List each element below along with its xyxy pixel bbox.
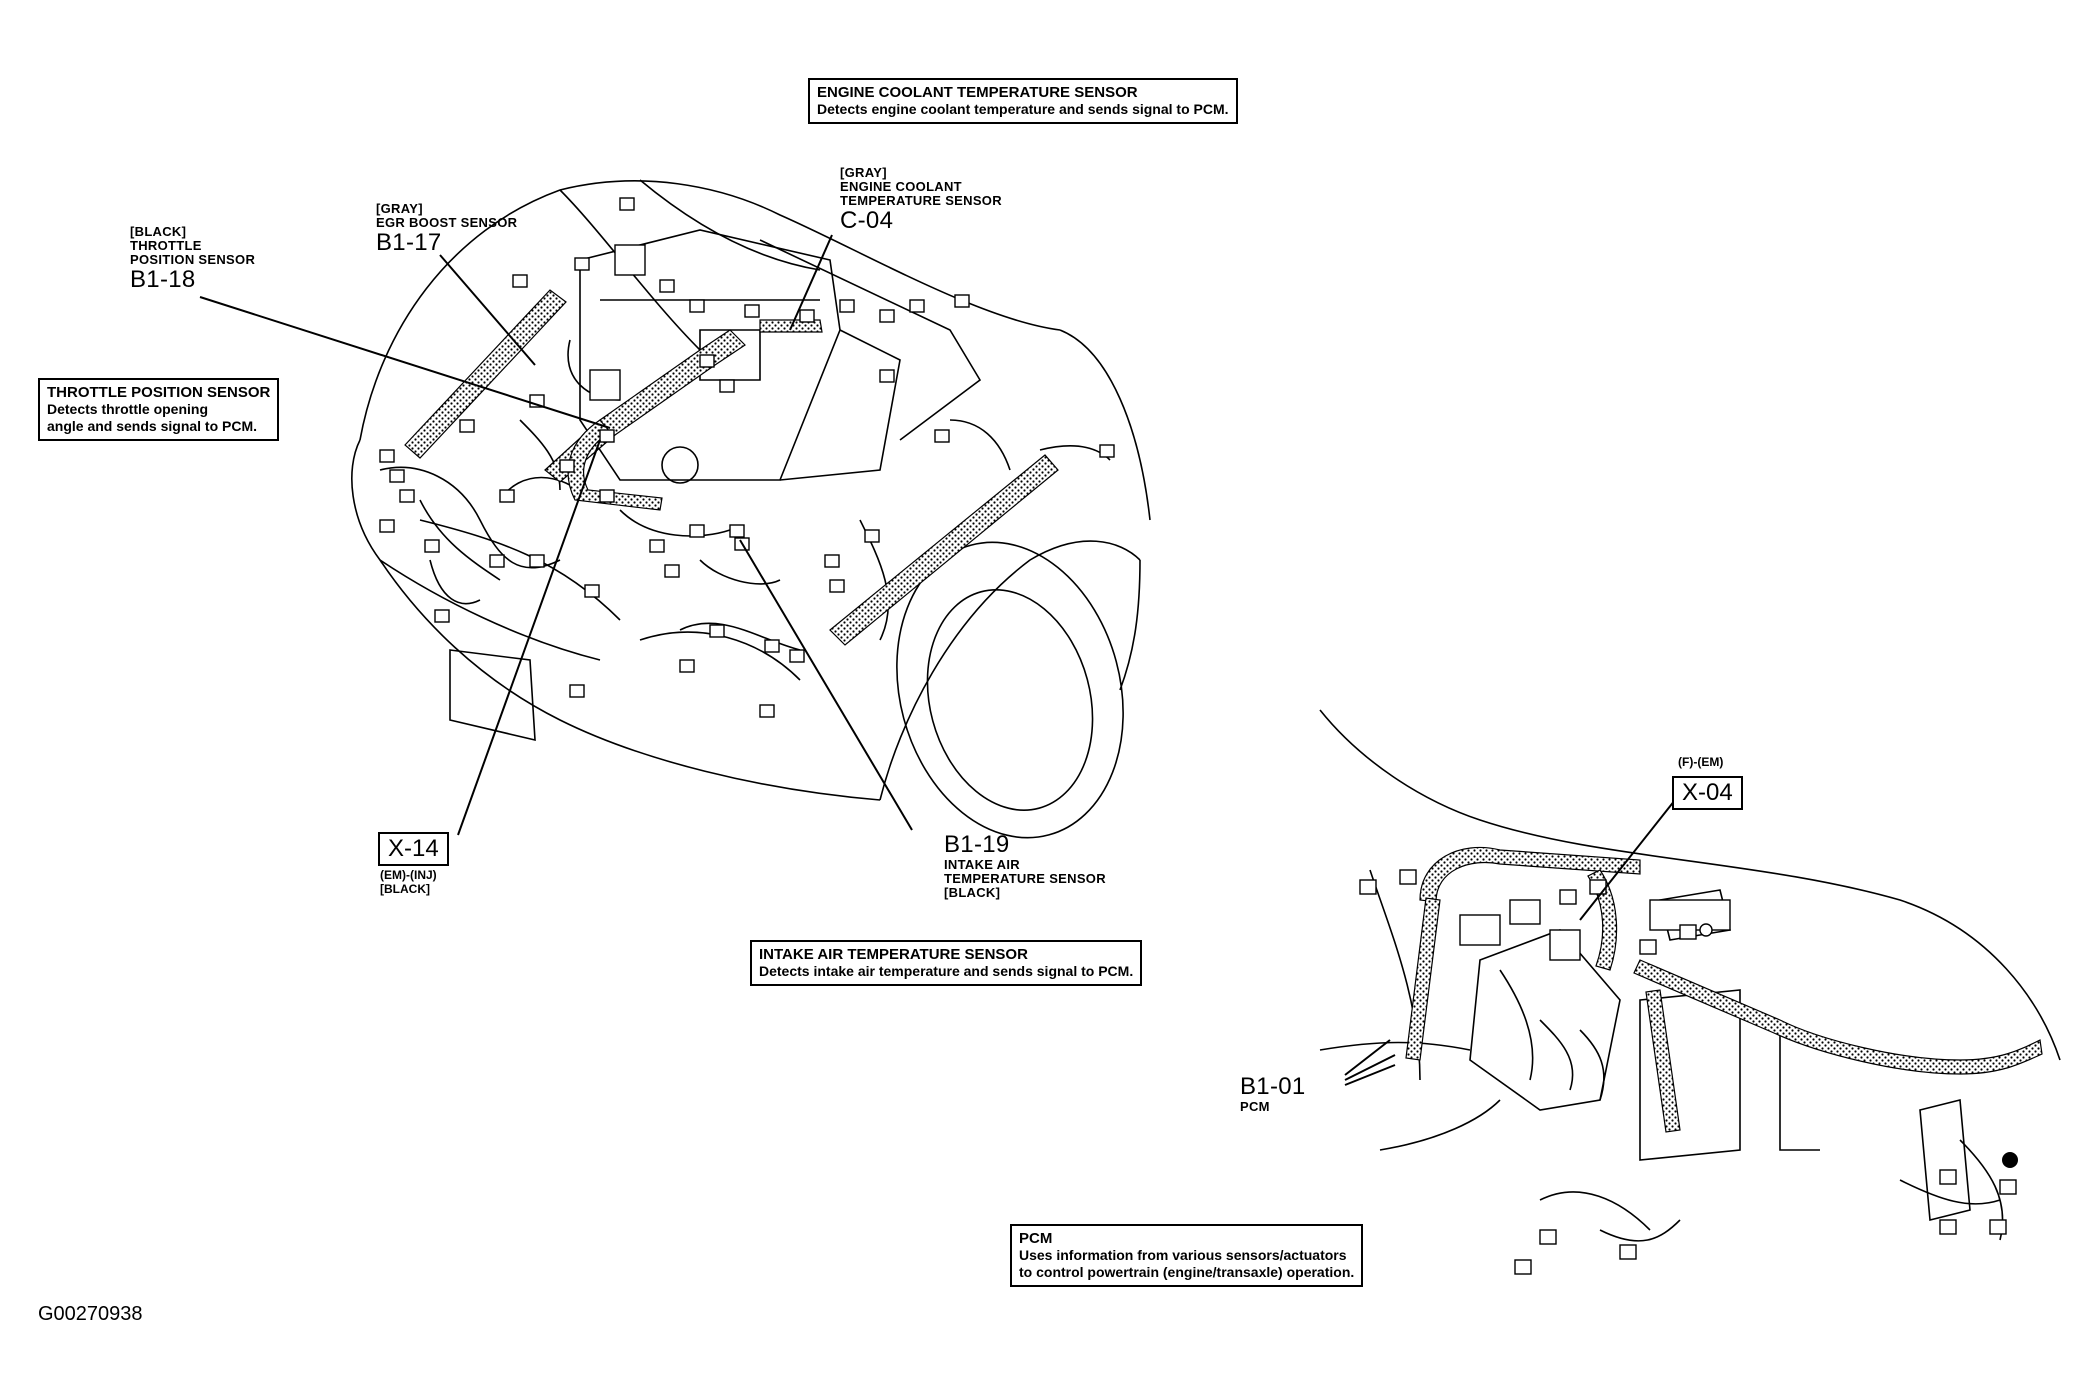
label-x-04-sub: (F)-(EM) [1678,755,1724,769]
label-b1-19: B1-19 INTAKE AIR TEMPERATURE SENSOR [BLA… [944,832,1106,900]
label-c-04-name1: ENGINE COOLANT [840,179,962,194]
label-b1-17-name1: EGR BOOST SENSOR [376,215,518,230]
label-b1-19-name1: INTAKE AIR [944,857,1020,872]
label-b1-01-sub: PCM [1240,1099,1270,1114]
label-c-04: [GRAY] ENGINE COOLANT TEMPERATURE SENSOR… [840,166,1002,234]
label-x-14-sub2: [BLACK] [380,882,430,896]
label-c-04-color: [GRAY] [840,165,887,180]
label-b1-18-name1: THROTTLE [130,238,202,253]
engine-bay-drawing [351,179,1151,839]
label-b1-18: [BLACK] THROTTLE POSITION SENSOR B1-18 [130,225,255,293]
label-b1-01-code: B1-01 [1240,1073,1306,1100]
label-c-04-name2: TEMPERATURE SENSOR [840,193,1002,208]
intake-air-info-desc: Detects intake air temperature and sends… [759,963,1134,979]
label-b1-19-code: B1-19 [944,831,1010,858]
label-b1-19-color: [BLACK] [944,885,1001,900]
label-b1-18-color: [BLACK] [130,224,187,239]
connectors-right [1359,869,2017,1275]
engine-coolant-info-title: ENGINE COOLANT TEMPERATURE SENSOR [817,84,1138,101]
throttle-position-info-title: THROTTLE POSITION SENSOR [47,384,271,401]
label-x-14-sub: (EM)-(INJ) [BLACK] [380,868,437,896]
pcm-info-box: PCM Uses information from various sensor… [1010,1224,1364,1287]
pcm-info-line2: to control powertrain (engine/transaxle)… [1019,1264,1355,1280]
label-b1-17-color: [GRAY] [376,201,423,216]
throttle-position-info-line2: angle and sends signal to PCM. [47,418,258,434]
label-b1-18-code: B1-18 [130,266,196,293]
engine-coolant-info-box: ENGINE COOLANT TEMPERATURE SENSOR Detect… [808,78,1238,124]
harness-tubes [404,289,1059,646]
label-x-14-sub1: (EM)-(INJ) [380,868,437,882]
throttle-position-info-line1: Detects throttle opening [47,401,209,417]
engine-coolant-info-desc: Detects engine coolant temperature and s… [817,101,1229,117]
pcm-info-line1: Uses information from various sensors/ac… [1019,1247,1347,1263]
pcm-harness-tubes [1405,846,2043,1133]
label-b1-18-name2: POSITION SENSOR [130,252,256,267]
figure-id: G00270938 [38,1303,143,1325]
label-b1-01: B1-01 PCM [1240,1074,1306,1114]
connector-x-14: X-14 [378,832,449,866]
label-b1-17-code: B1-17 [376,229,442,256]
intake-air-info-box: INTAKE AIR TEMPERATURE SENSOR Detects in… [750,940,1143,986]
connectors-left [379,197,1115,718]
intake-air-info-title: INTAKE AIR TEMPERATURE SENSOR [759,946,1028,963]
pcm-info-title: PCM [1019,1230,1053,1247]
label-b1-17: [GRAY] EGR BOOST SENSOR B1-17 [376,202,517,256]
connector-x-04: X-04 [1672,776,1743,810]
label-b1-19-name2: TEMPERATURE SENSOR [944,871,1106,886]
leader-lines [199,234,1676,1086]
label-c-04-code: C-04 [840,207,894,234]
throttle-position-info-box: THROTTLE POSITION SENSOR Detects throttl… [38,378,280,441]
